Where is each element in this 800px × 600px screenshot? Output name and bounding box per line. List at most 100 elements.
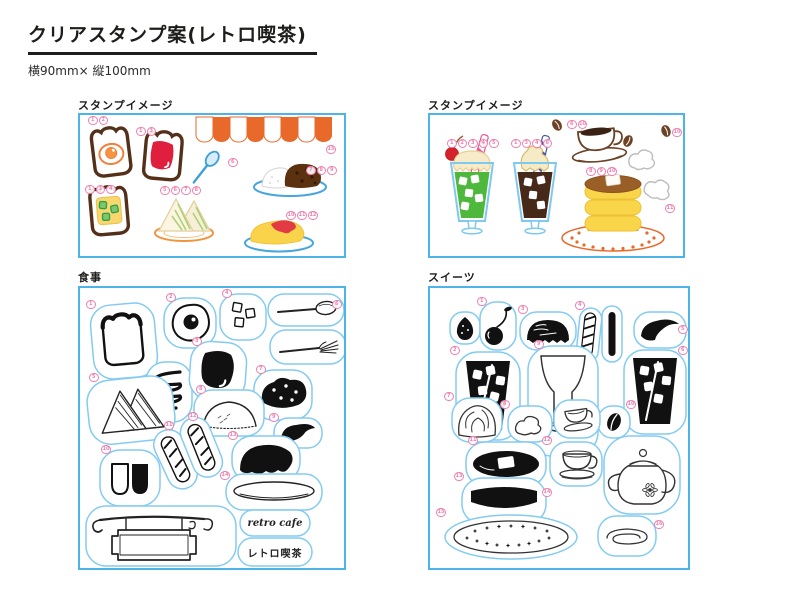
title-underline [28, 52, 317, 55]
stamp-size-label: 横90mm× 縦100mm [28, 64, 151, 78]
coffee-float-icon [512, 134, 558, 235]
coffee-bean-icon [552, 119, 562, 131]
label-scoop: 3 [518, 305, 529, 314]
coffee-bean-icon [661, 125, 671, 137]
label-curry-roux: 7 [256, 365, 267, 374]
label-butter-pats: 10 [101, 445, 111, 454]
label-float-glass: 9 [534, 340, 545, 349]
label-steam: 11 [665, 204, 675, 213]
toast-stamp [89, 302, 159, 380]
butter-pats-stamp [99, 449, 161, 507]
cream-swoosh-stamp [633, 311, 687, 349]
striped-straw-stamp [153, 429, 199, 490]
panel-meal-stamps: retro cafe レトロ喫茶 1 2 4 6 3 7 5 8 9 10 11… [78, 286, 346, 570]
teapot-stamp [603, 435, 681, 515]
hanging-sign-stamp [85, 505, 237, 567]
swirl-saucer-stamp [597, 515, 657, 557]
page-title: クリアスタンプ案(レトロ喫茶) [28, 24, 307, 46]
panel2-heading: スタンプイメージ [428, 99, 524, 112]
retro-kissa-stamp-blob [237, 537, 313, 567]
plate-stamp [225, 473, 323, 511]
label-dotted-plate: 15 [436, 508, 446, 517]
label-ketchup: 9 [269, 413, 280, 422]
butter-toast-icon [87, 183, 131, 238]
ice-glass-stamp [623, 349, 687, 435]
meal-stamps-art [85, 293, 344, 567]
coffee-cup-icon [571, 127, 628, 163]
omelette-stamp [231, 435, 301, 483]
cafe-awning-icon [195, 116, 332, 143]
steam-icon [628, 149, 670, 201]
retro-cafe-stamp-blob [239, 509, 311, 537]
label-butter-cubes: 4 [222, 289, 233, 298]
label-pancake-top: 11 [468, 436, 478, 445]
label-sandwich-bw: 5 [89, 373, 100, 382]
label-bean: 10 [626, 400, 636, 409]
label-spoon: 6 [228, 158, 239, 167]
coffee-cup-stamp [549, 441, 603, 487]
small-cup-stamp [553, 399, 601, 439]
panel1-heading: スタンプイメージ [78, 99, 174, 112]
coffee-bean-stamp [597, 405, 631, 439]
sweets-illustration [445, 119, 671, 252]
sweets-stamps-art [444, 301, 687, 560]
label-glass-b: 6 [678, 346, 689, 355]
cherry-stamp [479, 301, 517, 351]
fried-egg-stamp [163, 297, 217, 349]
label-lace-cup: 14 [542, 488, 552, 497]
label-straw: 4 [575, 301, 586, 310]
label-whip: 7 [444, 392, 455, 401]
label-puff: 8 [500, 400, 511, 409]
solid-straw-stamp [601, 305, 623, 363]
omelette-rice-icon [244, 220, 314, 253]
berry-stamp [449, 311, 481, 345]
panel-sweets-stamps: 1 3 4 5 2 9 6 7 8 10 11 12 13 14 15 16 [428, 286, 690, 570]
sandwich-stamp [86, 375, 176, 445]
spoon-stamp [267, 293, 344, 327]
label-spoon-fork: 6 [332, 300, 343, 309]
meals-illustration [87, 116, 332, 253]
jam-blob-stamp [188, 340, 248, 402]
panel4-heading: スイーツ [428, 271, 476, 284]
panel3-heading: 食事 [78, 271, 102, 284]
star-dot-plate-stamp [444, 514, 578, 560]
spoon-icon [192, 150, 220, 184]
pancake-side-stamp [461, 477, 547, 525]
label-plate-bw: 14 [220, 471, 230, 480]
cream-soda-icon [445, 133, 495, 235]
label-straw-b: 12 [188, 412, 198, 421]
label-coffee-cup: 12 [542, 436, 552, 445]
label-coffee-bean: 10 [672, 128, 682, 137]
label-glass-a: 2 [450, 346, 461, 355]
coffee-bean-icon [623, 135, 633, 147]
label-fried-egg: 2 [166, 293, 177, 302]
fork-stamp [269, 329, 344, 365]
butter-cubes-stamp [219, 293, 267, 341]
label-omelette-bw: 13 [228, 431, 238, 440]
retro-cafe-text-stamp: retro cafe [247, 517, 303, 529]
label-rice: 8 [196, 385, 207, 394]
label-jam: 3 [192, 337, 203, 346]
ice-cream-scoop-stamp [519, 311, 577, 351]
label-toast: 1 [86, 300, 97, 309]
curry-rice-icon [253, 163, 327, 197]
pancakes-icon [561, 173, 665, 252]
label-cream-swoosh: 5 [678, 325, 689, 334]
rice-mound-stamp [193, 389, 265, 437]
jam-toast-icon [141, 128, 185, 183]
label-awning: 15 [326, 145, 336, 154]
label-saucer: 16 [654, 520, 664, 529]
